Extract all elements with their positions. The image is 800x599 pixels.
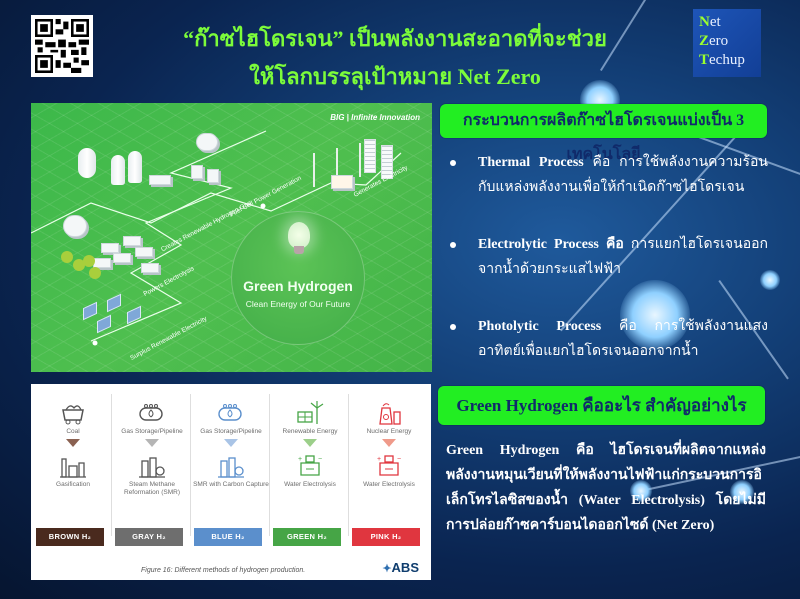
electrolyzer-icon: +− bbox=[377, 455, 401, 476]
qr-code-icon bbox=[35, 19, 89, 73]
building-icon bbox=[381, 145, 393, 179]
arrow-down-icon bbox=[66, 439, 80, 447]
circle-subtitle: Clean Energy of Our Future bbox=[245, 299, 351, 309]
lightbulb-icon bbox=[288, 222, 310, 248]
green-hydrogen-badge: GREEN H₂ bbox=[273, 528, 341, 546]
arrow-down-icon bbox=[303, 439, 317, 447]
tanker-truck-icon bbox=[149, 175, 171, 185]
svg-text:−: − bbox=[397, 456, 401, 463]
green-hydrogen-circle: Green Hydrogen Clean Energy of Our Futur… bbox=[231, 211, 365, 345]
nuclear-plant-icon bbox=[379, 403, 401, 425]
list-item-thermal: Thermal Process คือ การใช้พลังงานความร้อ… bbox=[448, 150, 768, 200]
water-bubble-icon bbox=[63, 215, 87, 237]
brown-hydrogen-badge: BROWN H₂ bbox=[36, 528, 104, 546]
gas-storage-icon bbox=[139, 404, 163, 421]
abs-logo: ✦ABS bbox=[382, 560, 419, 575]
renewable-energy-icon bbox=[297, 401, 324, 424]
bullet-term: Photolytic Process bbox=[478, 319, 602, 334]
hydrogen-tank-icon bbox=[78, 148, 96, 178]
bullet-text: การแยกไฮโดรเจนออกจากน้ำด้วยกระแสไฟฟ้า bbox=[478, 237, 768, 277]
list-item-photolytic: Photolytic Process คือ การใช้พลังงานแสงอ… bbox=[448, 314, 768, 364]
gas-storage-icon bbox=[218, 404, 242, 421]
method-column-blue: Gas Storage/Pipeline SMR with Carbon Cap… bbox=[192, 394, 270, 546]
svg-text:+: + bbox=[298, 456, 302, 463]
gasification-plant-icon bbox=[60, 458, 86, 478]
list-item-electrolytic: Electrolytic Process คือ การแยกไฮโดรเจนอ… bbox=[448, 232, 768, 282]
title-line-2: ให้โลกบรรลุเป้าหมาย Net Zero bbox=[249, 64, 541, 89]
electrolyzer-icon bbox=[135, 247, 153, 257]
circle-title: Green Hydrogen bbox=[243, 278, 353, 294]
svg-text:−: − bbox=[318, 456, 322, 463]
green-hydrogen-illustration: BIG | Infinite Innovation Creates Renewa… bbox=[31, 103, 432, 372]
green-hydrogen-description: Green Hydrogen คือ ไฮโดรเจนที่ผลิตจากแหล… bbox=[446, 443, 766, 533]
hydrogen-tank-icon bbox=[128, 151, 142, 183]
method-column-pink: Nuclear Energy +− Water Electrolysis PIN… bbox=[350, 394, 428, 546]
power-pylon-icon bbox=[359, 143, 361, 177]
page-title: “ก๊าซไฮโดรเจน” เป็นพลังงานสะอาดที่จะช่วย… bbox=[140, 20, 650, 96]
power-pylon-icon bbox=[313, 153, 315, 187]
production-technologies-header: กระบวนการผลิตก๊าซไฮโดรเจนแบ่งเป็น 3 เทคโ… bbox=[440, 104, 767, 163]
tree-icon bbox=[89, 267, 101, 279]
speech-bubble-icon bbox=[196, 133, 218, 151]
electrolyzer-icon bbox=[113, 253, 131, 263]
electrolyzer-icon bbox=[123, 236, 141, 246]
electrolyzer-icon bbox=[101, 243, 119, 253]
gray-hydrogen-badge: GRAY H₂ bbox=[115, 528, 183, 546]
technology-bullet-list: Thermal Process คือ การใช้พลังงานความร้อ… bbox=[448, 150, 768, 396]
illustration-brand: BIG | Infinite Innovation bbox=[330, 113, 420, 122]
pink-hydrogen-badge: PINK H₂ bbox=[352, 528, 420, 546]
power-pylon-icon bbox=[336, 148, 338, 182]
net-zero-techup-logo: Net Zero Techup bbox=[693, 9, 761, 77]
svg-text:+: + bbox=[377, 456, 381, 463]
building-icon bbox=[364, 139, 376, 173]
fuel-cell-icon bbox=[207, 169, 219, 183]
hydrogen-color-methods-diagram: Coal Gasification BROWN H₂ Gas Storage/P… bbox=[31, 384, 431, 580]
qr-code[interactable] bbox=[31, 15, 93, 77]
method-column-brown: Coal Gasification BROWN H₂ bbox=[34, 394, 112, 546]
blue-hydrogen-badge: BLUE H₂ bbox=[194, 528, 262, 546]
green-hydrogen-header: Green Hydrogen คืออะไร สำคัญอย่างไร bbox=[438, 386, 765, 425]
smr-plant-icon bbox=[139, 457, 165, 478]
bullet-text: คือ การใช้พลังงานแสงอาทิตย์เพื่อแยกไฮโดร… bbox=[478, 319, 768, 359]
energy-path-lines bbox=[31, 130, 402, 346]
bullet-text: คือ การใช้พลังงานความร้อนกับแหล่งพลังงาน… bbox=[478, 155, 768, 195]
title-line-1: “ก๊าซไฮโดรเจน” เป็นพลังงานสะอาดที่จะช่วย bbox=[183, 26, 607, 51]
tree-icon bbox=[83, 255, 95, 267]
method-column-green: Renewable Energy +− Water Electrolysis G… bbox=[271, 394, 349, 546]
figure-caption: Figure 16: Different methods of hydrogen… bbox=[141, 567, 306, 574]
carbon-capture-plant-icon bbox=[218, 457, 244, 478]
electrolyzer-icon: +− bbox=[298, 455, 322, 476]
arrow-down-icon bbox=[224, 439, 238, 447]
hydrogen-tank-icon bbox=[111, 155, 125, 185]
fuel-cell-icon bbox=[191, 165, 203, 179]
eagle-icon: ✦ bbox=[382, 563, 392, 575]
tree-icon bbox=[61, 251, 73, 263]
coal-cart-icon bbox=[62, 405, 84, 425]
method-column-gray: Gas Storage/Pipeline Steam Methane Refor… bbox=[113, 394, 191, 546]
bullet-term: Thermal Process bbox=[478, 155, 584, 170]
electrolyzer-icon bbox=[141, 263, 159, 273]
tree-icon bbox=[73, 259, 85, 271]
house-icon bbox=[331, 175, 353, 189]
bullet-term: Electrolytic Process คือ bbox=[478, 237, 624, 252]
arrow-down-icon bbox=[382, 439, 396, 447]
arrow-down-icon bbox=[145, 439, 159, 447]
